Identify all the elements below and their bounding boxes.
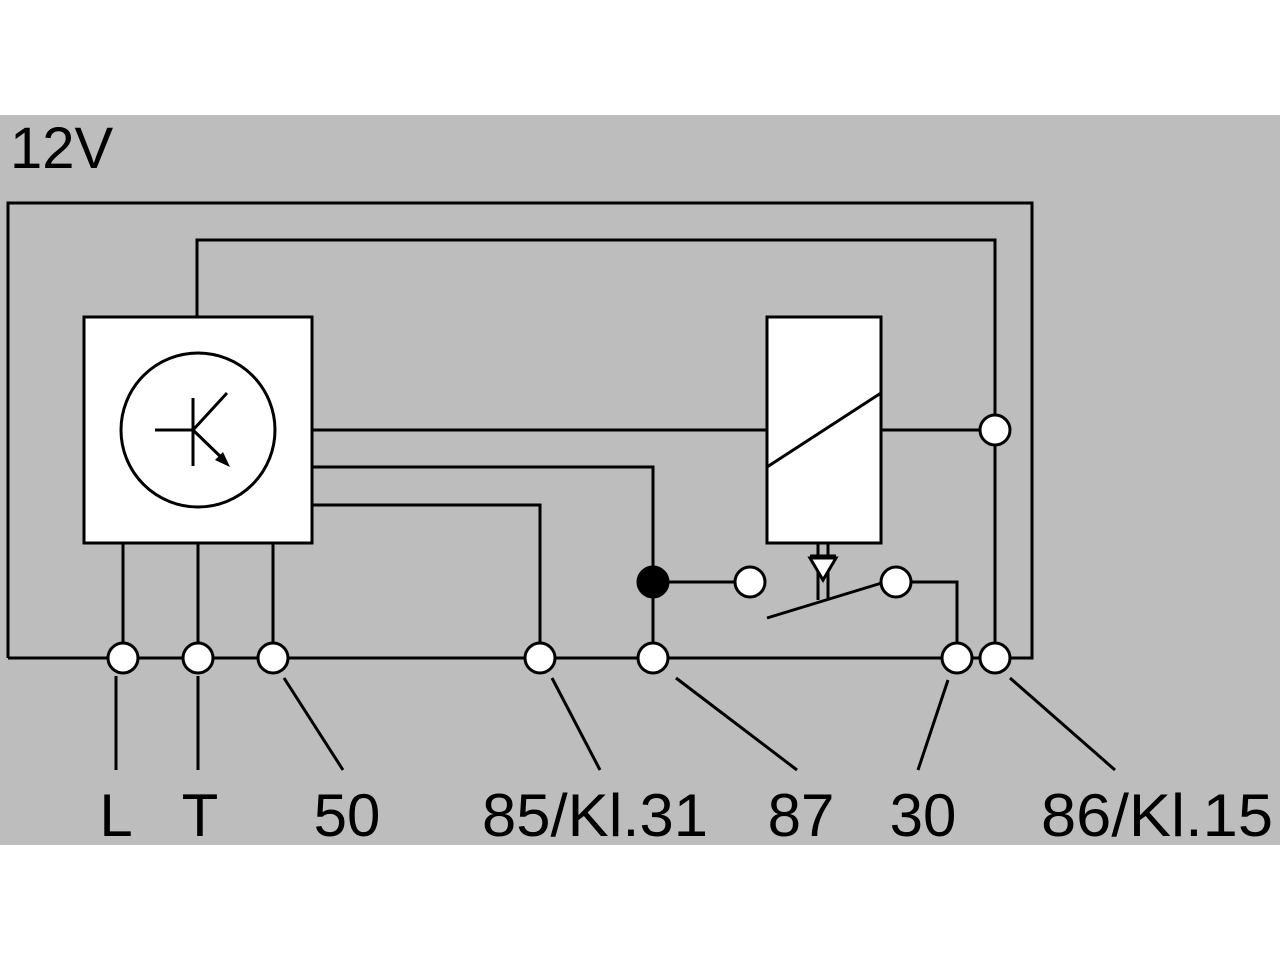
terminal-label-85-kl31: 85/Kl.31: [482, 782, 708, 849]
contact-wire-30: [896, 580, 959, 658]
leader-50: [282, 677, 345, 771]
leader-86: [1009, 676, 1116, 772]
junction-dot: [636, 565, 670, 599]
terminal-label-50: 50: [314, 782, 381, 849]
terminal-pin-85: [523, 641, 557, 675]
transistor-icon: [155, 391, 230, 467]
terminal-label-86-kl15: 86/Kl.15: [1041, 782, 1273, 849]
switch-blade: [766, 580, 886, 620]
wire-to-85: [312, 503, 542, 658]
contact-node-87: [733, 565, 767, 599]
control-feed-wire: [195, 238, 997, 658]
terminal-label-T: T: [182, 782, 219, 849]
transistor-symbol-circle: [119, 351, 277, 509]
terminal-pin-50: [256, 641, 290, 675]
terminal-label-L: L: [99, 782, 132, 849]
leader-85: [550, 677, 602, 771]
leader-87: [675, 676, 798, 772]
coil-node-86: [978, 413, 1012, 447]
terminal-pin-86: [978, 641, 1012, 675]
terminal-pin-T: [181, 641, 215, 675]
voltage-label: 12V: [10, 116, 114, 181]
terminal-pin-L: [106, 641, 140, 675]
terminal-label-87: 87: [768, 782, 835, 849]
terminal-label-30: 30: [890, 782, 957, 849]
terminal-pin-30: [940, 641, 974, 675]
terminal-pin-87: [636, 641, 670, 675]
actuator-plunger-icon: [807, 543, 839, 600]
leader-30: [916, 679, 950, 771]
contact-node-30: [879, 565, 913, 599]
outer-supply-wire: [6, 201, 1034, 660]
relay-coil-winding: [766, 391, 882, 469]
